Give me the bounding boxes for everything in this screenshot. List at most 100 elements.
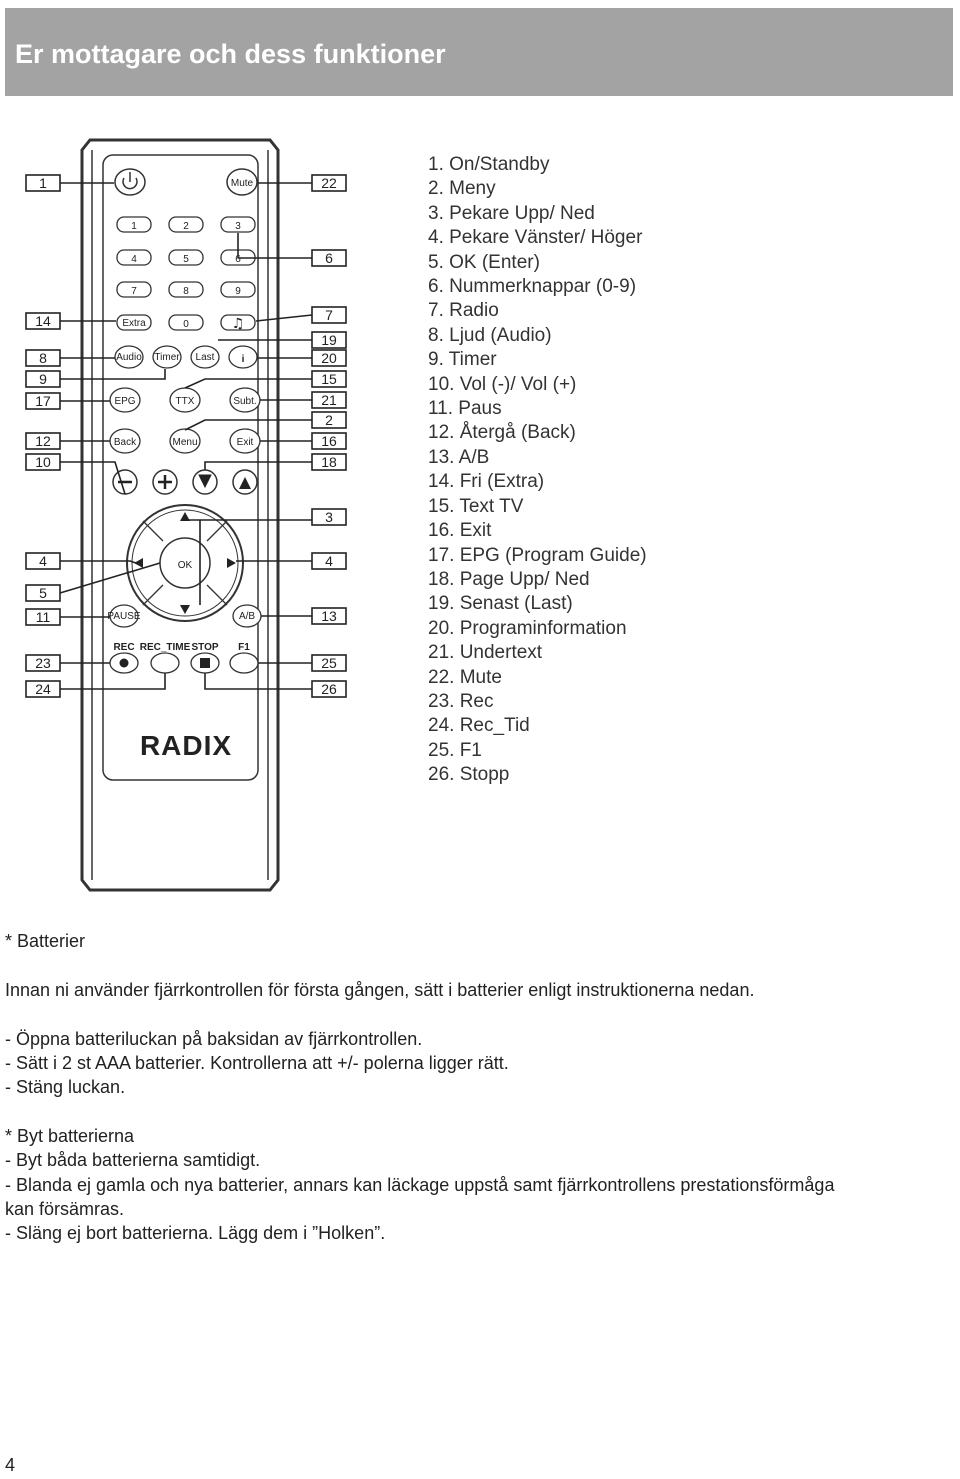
button-ab: A/B: [232, 604, 262, 628]
callout-tag-number: 9: [39, 371, 47, 387]
replace-step-2a: - Blanda ej gamla och nya batterier, ann…: [5, 1175, 835, 1195]
svg-text:TTX: TTX: [176, 396, 195, 407]
page-title: Er mottagare och dess funktioner: [15, 39, 446, 69]
button-last: Last: [190, 345, 220, 369]
svg-text:1: 1: [131, 221, 137, 232]
legend-item: 6. Nummerknappar (0-9): [428, 276, 637, 298]
callout-tag-left: 10: [25, 453, 61, 471]
button-audio: Audio: [114, 345, 144, 369]
legend-item: 13. A/B: [428, 446, 490, 468]
button-0: 0: [168, 314, 204, 331]
callout-tag-number: 17: [35, 393, 51, 409]
button-4: 4: [116, 249, 152, 266]
button-pause: PAUSE: [107, 604, 141, 628]
arrow-right-icon: [227, 558, 236, 568]
legend-item: 4. Pekare Vänster/ Höger: [428, 227, 643, 249]
callout-tag-number: 8: [39, 350, 47, 366]
svg-text:STOP: STOP: [191, 642, 218, 653]
callout-tag-left: 9: [25, 370, 61, 388]
button-9: 9: [220, 281, 256, 298]
callout-tag-number: 20: [321, 350, 337, 366]
mute-button: Mute: [226, 168, 258, 196]
legend-item: 22. Mute: [428, 666, 502, 688]
callout-tag-number: 6: [325, 250, 333, 266]
arrow-left-icon: [134, 558, 143, 568]
callout-tag-number: 15: [321, 371, 337, 387]
legend-item: 19. Senast (Last): [428, 593, 573, 615]
replace-step-2b: kan försämras.: [5, 1199, 125, 1219]
callout-tag-number: 22: [321, 175, 337, 191]
callout-tag-right: 22: [311, 174, 347, 192]
svg-text:0: 0: [183, 319, 189, 330]
svg-text:8: 8: [183, 286, 189, 297]
button-extra: Extra: [116, 314, 152, 331]
callout-tag-number: 18: [321, 454, 337, 470]
replace-step-3: - Släng ej bort batterierna. Lägg dem i …: [5, 1223, 386, 1243]
callout-tag-right: 20: [311, 349, 347, 367]
callout-tag-number: 3: [325, 509, 333, 525]
callout-tag-left: 12: [25, 432, 61, 450]
callout-tag-number: 21: [321, 392, 337, 408]
svg-text:Subt.: Subt.: [233, 396, 256, 407]
page-number: 4: [5, 1455, 16, 1475]
brand-logo: RADIX: [140, 730, 232, 761]
svg-text:EPG: EPG: [114, 396, 135, 407]
legend-item: 17. EPG (Program Guide): [428, 544, 647, 566]
batteries-intro: Innan ni använder fjärrkontrollen för fö…: [5, 980, 755, 1000]
callout-tag-number: 14: [35, 313, 51, 329]
legend-item: 16. Exit: [428, 520, 492, 542]
function-row-3: Back Menu Exit: [109, 428, 261, 454]
remote-control-diagram: Mute 1 2 3 4 5 6 7 8 9 Extra 0 ♫ Audio T…: [25, 138, 347, 892]
ok-label: OK: [178, 560, 193, 571]
svg-text:Audio: Audio: [116, 352, 142, 363]
svg-text:Back: Back: [114, 437, 137, 448]
svg-text:REC: REC: [113, 642, 134, 653]
svg-text:A/B: A/B: [239, 611, 255, 622]
mute-label: Mute: [231, 178, 254, 189]
button-subt: Subt.: [229, 387, 261, 413]
callout-tag-number: 24: [35, 681, 51, 697]
legend-item: 21. Undertext: [428, 642, 543, 664]
callout-tag-left: 1: [25, 174, 61, 192]
callout-tag-left: 5: [25, 584, 61, 602]
button-3: 3: [220, 216, 256, 233]
callout-tag-right: 16: [311, 432, 347, 450]
svg-text:Extra: Extra: [122, 318, 146, 329]
callout-tag-number: 4: [39, 553, 47, 569]
button-epg: EPG: [109, 387, 141, 413]
legend-item: 26. Stopp: [428, 764, 510, 786]
svg-text:3: 3: [235, 221, 241, 232]
legend-item: 1. On/Standby: [428, 154, 550, 175]
svg-text:7: 7: [131, 286, 137, 297]
battery-step-1: - Öppna batteriluckan på baksidan av fjä…: [5, 1029, 423, 1049]
stop-icon: [200, 658, 210, 668]
callout-tag-number: 19: [321, 332, 337, 348]
number-buttons: 1 2 3 4 5 6 7 8 9 Extra 0 ♫: [116, 216, 256, 332]
legend-item: 18. Page Upp/ Ned: [428, 568, 590, 590]
callout-tag-right: 21: [311, 391, 347, 409]
callout-tag-number: 11: [36, 609, 51, 625]
button-menu: Menu: [169, 428, 201, 454]
svg-text:2: 2: [183, 221, 189, 232]
callout-tag-left: 11: [25, 608, 61, 626]
callout-tag-number: 16: [321, 433, 337, 449]
svg-text:REC_TIME: REC_TIME: [140, 642, 191, 653]
function-row-1: Audio Timer Last i: [114, 345, 258, 369]
callout-tag-left: 24: [25, 680, 61, 698]
legend-item: 24. Rec_Tid: [428, 715, 530, 737]
page-header: Er mottagare och dess funktioner: [5, 8, 953, 96]
callout-tag-number: 23: [35, 655, 51, 671]
legend-item: 5. OK (Enter): [428, 251, 540, 273]
legend-item: 20. Programinformation: [428, 617, 627, 639]
callout-tag-right: 25: [311, 654, 347, 672]
leader-lines: [59, 182, 313, 690]
callout-tag-right: 6: [311, 249, 347, 267]
callout-tag-number: 26: [321, 681, 337, 697]
legend-item: 3. Pekare Upp/ Ned: [428, 202, 595, 224]
batteries-heading: * Batterier: [5, 931, 86, 951]
function-row-2: EPG TTX Subt.: [109, 387, 261, 413]
callout-tag-number: 12: [35, 433, 51, 449]
music-note-icon: ♫: [232, 316, 245, 332]
legend-item: 12. Återgå (Back): [428, 422, 576, 444]
power-icon: [122, 177, 138, 190]
